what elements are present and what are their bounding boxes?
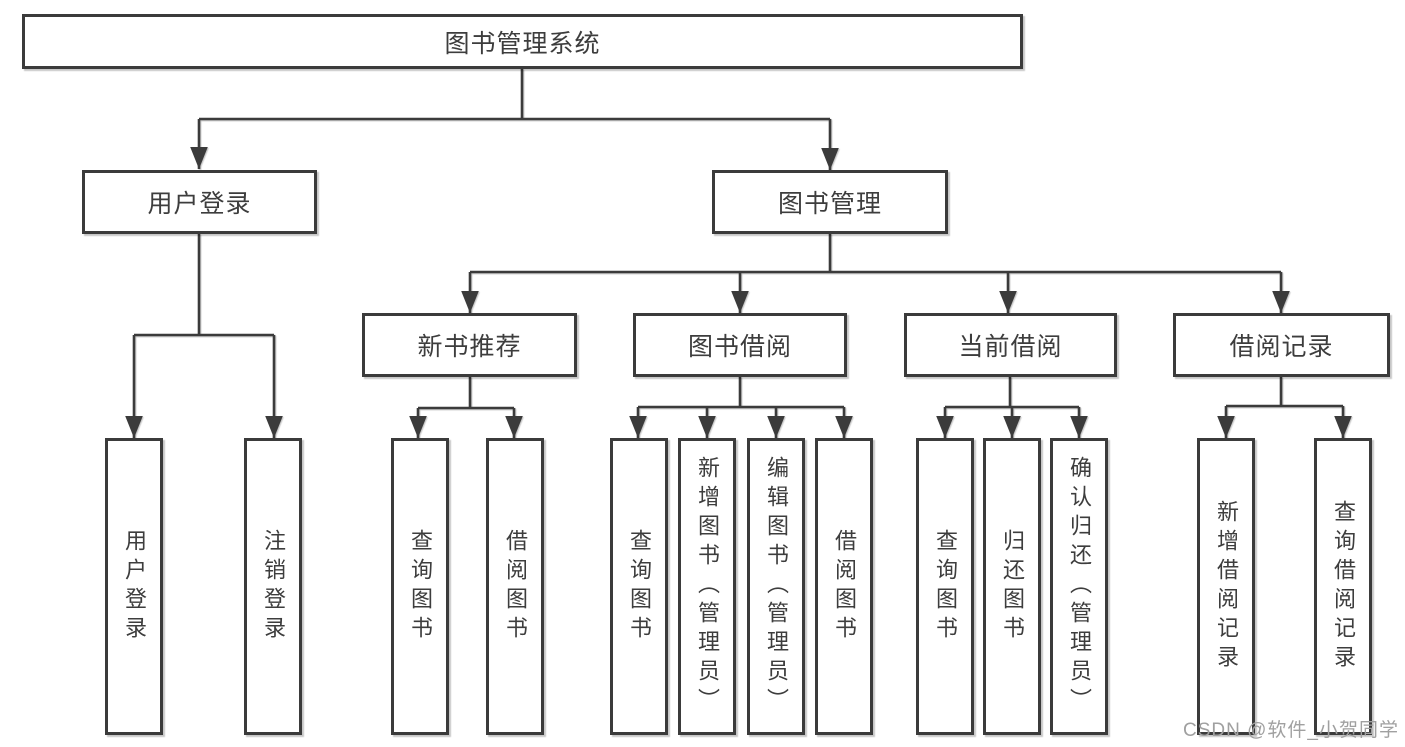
- leaf-label: 查询图书: [408, 528, 433, 645]
- leaf-label: 确认归还（管理员）: [1067, 456, 1092, 717]
- leaf-logout: 注销登录: [244, 438, 302, 735]
- node-label: 图书借阅: [687, 333, 792, 361]
- csdn-watermark: CSDN @软件_小贺同学: [1183, 720, 1399, 741]
- leaf-label: 注销登录: [261, 528, 286, 645]
- leaf-return-books: 归还图书: [983, 438, 1041, 735]
- leaf-add-borrow-record: 新增借阅记录: [1197, 438, 1255, 735]
- node-book-borrow: 图书借阅: [633, 313, 847, 377]
- leaf-label: 新增借阅记录: [1214, 499, 1239, 674]
- node-new-book-recommend: 新书推荐: [362, 313, 577, 377]
- node-borrow-record: 借阅记录: [1173, 313, 1390, 377]
- leaf-query-borrow-record: 查询借阅记录: [1314, 438, 1372, 735]
- leaf-user-login: 用户登录: [105, 438, 163, 735]
- leaf-label: 编辑图书（管理员）: [764, 456, 789, 717]
- leaf-label: 用户登录: [122, 528, 147, 645]
- leaf-label: 新增图书（管理员）: [695, 456, 720, 717]
- leaf-label: 借阅图书: [832, 528, 857, 645]
- node-label: 借阅记录: [1229, 333, 1334, 361]
- leaf-label: 查询图书: [627, 528, 652, 645]
- node-library-management-system: 图书管理系统: [22, 14, 1023, 69]
- node-label: 当前借阅: [958, 333, 1063, 361]
- leaf-label: 查询图书: [933, 528, 958, 645]
- leaf-add-books-admin: 新增图书（管理员）: [678, 438, 736, 735]
- leaf-label: 借阅图书: [503, 528, 528, 645]
- leaf-query-books-current: 查询图书: [916, 438, 974, 735]
- node-current-borrow: 当前借阅: [904, 313, 1117, 377]
- leaf-query-books-borrow: 查询图书: [610, 438, 668, 735]
- node-label: 图书管理: [777, 190, 882, 218]
- node-book-management: 图书管理: [712, 170, 948, 234]
- leaf-borrow-books: 借阅图书: [815, 438, 873, 735]
- leaf-label: 归还图书: [1000, 528, 1025, 645]
- leaf-borrow-books-recommend: 借阅图书: [486, 438, 544, 735]
- node-label: 图书管理系统: [444, 29, 601, 58]
- leaf-label: 查询借阅记录: [1331, 499, 1356, 674]
- node-label: 新书推荐: [417, 333, 522, 361]
- leaf-confirm-return-admin: 确认归还（管理员）: [1050, 438, 1108, 735]
- leaf-edit-books-admin: 编辑图书（管理员）: [747, 438, 805, 735]
- leaf-query-books-recommend: 查询图书: [391, 438, 449, 735]
- node-user-login: 用户登录: [82, 170, 317, 234]
- node-label: 用户登录: [147, 190, 252, 218]
